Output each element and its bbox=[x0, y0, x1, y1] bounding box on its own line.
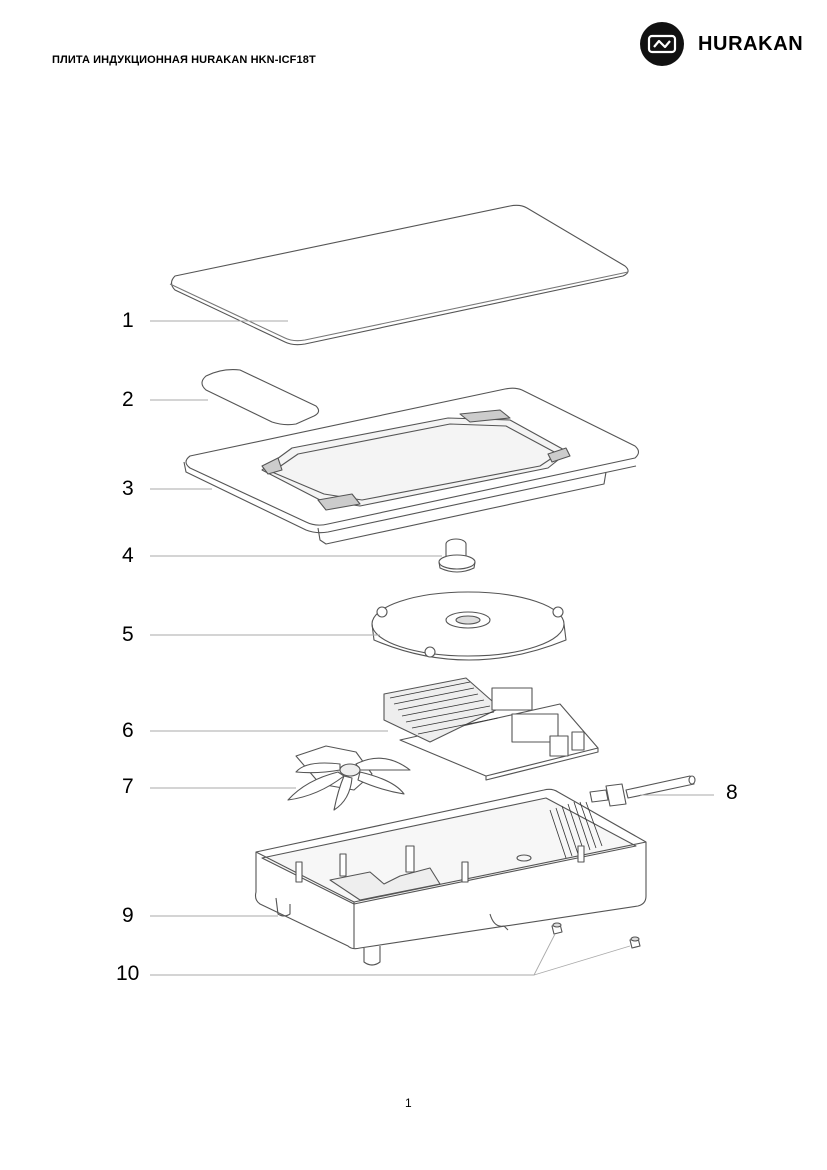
part-glass-plate bbox=[169, 204, 629, 346]
callout-5: 5 bbox=[122, 623, 134, 646]
hurakan-logo-icon bbox=[640, 22, 684, 66]
part-cooling-fan bbox=[287, 745, 411, 811]
part-top-frame bbox=[183, 387, 640, 545]
callout-1: 1 bbox=[122, 309, 134, 332]
part-power-board bbox=[383, 677, 599, 781]
page-number: 1 bbox=[405, 1096, 412, 1110]
part-rubber-feet bbox=[551, 922, 641, 949]
part-cable-gland bbox=[589, 775, 696, 807]
callout-8: 8 bbox=[726, 781, 738, 804]
callout-9: 9 bbox=[122, 904, 134, 927]
part-induction-coil bbox=[371, 591, 567, 661]
part-housing bbox=[254, 788, 647, 966]
brand-name: HURAKAN bbox=[698, 33, 804, 55]
callout-7: 7 bbox=[122, 775, 134, 798]
callout-3: 3 bbox=[122, 477, 134, 500]
document-title: ПЛИТА ИНДУКЦИОННАЯ HURAKAN HKN-ICF18T bbox=[52, 54, 316, 66]
part-temperature-sensor bbox=[438, 538, 476, 573]
callout-6: 6 bbox=[122, 719, 134, 742]
callout-10: 10 bbox=[116, 962, 140, 985]
part-control-film bbox=[201, 369, 320, 426]
brand-logo: HURAKAN bbox=[640, 22, 812, 66]
callout-2: 2 bbox=[122, 388, 134, 411]
callout-4: 4 bbox=[122, 544, 134, 567]
leader-lines bbox=[150, 320, 714, 976]
